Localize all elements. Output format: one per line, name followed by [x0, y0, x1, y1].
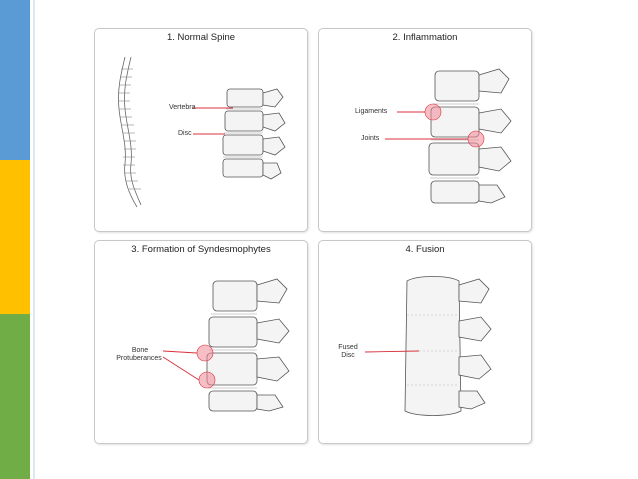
label-fused: Fused — [338, 344, 358, 351]
sidebar-stripe-yellow — [0, 160, 30, 314]
panel-title: 1. Normal Spine — [166, 32, 236, 43]
joints-highlight — [467, 130, 485, 148]
bone-pointer-upper — [162, 350, 198, 354]
bone-protuberance-highlight-upper — [196, 344, 214, 362]
label-fused-disc: Disc — [341, 352, 355, 359]
ligaments-highlight — [424, 103, 442, 121]
label-vertebra: Vertebra — [169, 104, 196, 111]
normal-spine-illustration — [118, 56, 286, 208]
panel-title: 3. Formation of Syndesmophytes — [131, 244, 271, 255]
bone-pointer-lower — [162, 356, 200, 381]
label-protuberances: Protuberances — [116, 355, 162, 362]
label-ligaments: Ligaments — [355, 108, 388, 115]
panel-normal-spine: 1. Normal Spine — [94, 28, 308, 232]
panel-syndesmophytes: 3. Formation of Syndesmophytes Bone Prot… — [94, 240, 308, 444]
label-disc: Disc — [178, 130, 192, 137]
divider-line — [33, 0, 35, 479]
panel-title: 2. Inflammation — [392, 32, 458, 43]
sidebar-stripe-green — [0, 314, 30, 479]
label-joints: Joints — [361, 135, 380, 142]
label-bone: Bone — [131, 347, 149, 354]
panel-fusion: 4. Fusion Fused Disc — [318, 240, 532, 444]
fusion-illustration — [364, 276, 492, 416]
syndesmophytes-illustration — [162, 278, 290, 412]
panel-title: 4. Fusion — [405, 244, 445, 255]
panel-inflammation: 2. Inflammation Ligaments Joints — [318, 28, 532, 232]
fused-disc-pointer — [364, 350, 420, 353]
sidebar-stripe-blue — [0, 0, 30, 160]
inflammation-illustration — [385, 68, 512, 204]
bone-protuberance-highlight-lower — [198, 371, 216, 389]
